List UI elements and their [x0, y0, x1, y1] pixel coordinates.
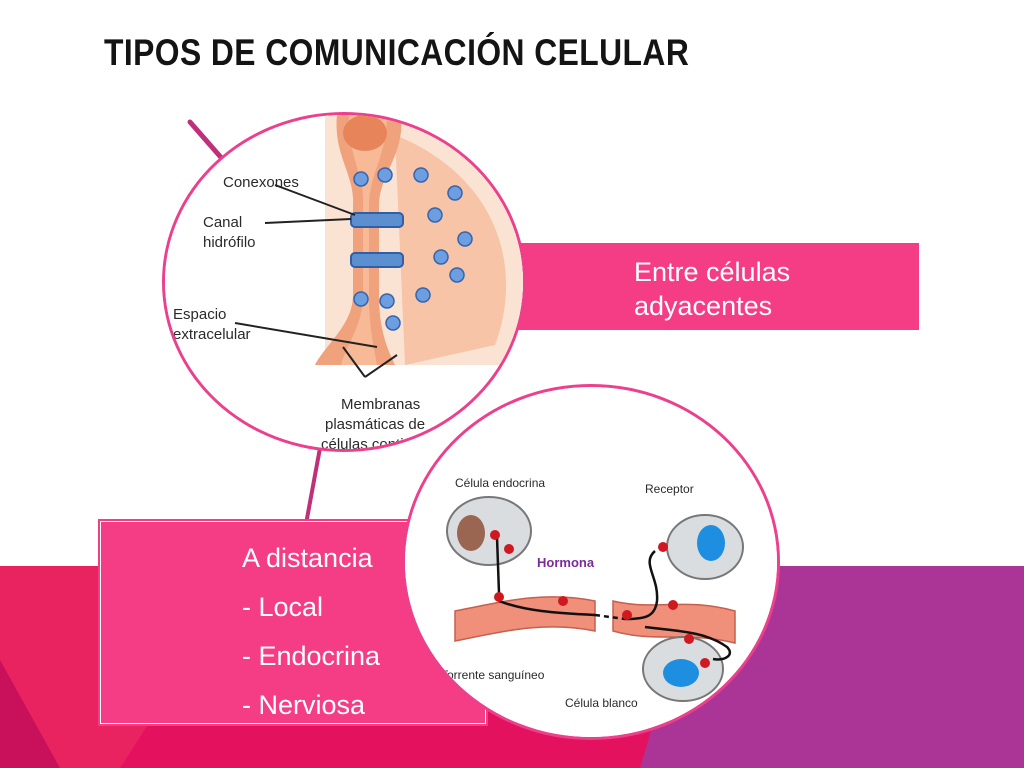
list-item-local: - Local	[242, 592, 324, 622]
adjacent-cells-box: Entre células adyacentes	[498, 243, 919, 330]
label-membranes-1: Membranas	[341, 396, 420, 413]
endocrine-signaling-illustration: Célula endocrina Hormona Receptor Torren…	[402, 384, 780, 740]
label-membranes-3: células conti	[321, 436, 404, 452]
adjacent-cells-line-1: Entre células	[634, 257, 791, 287]
label-space-2: extracelular	[173, 326, 251, 343]
adjacent-cells-line-2: adyacentes	[634, 291, 773, 321]
gap-junction-illustration: Conexones Canal hidrófilo Espacio extrac…	[162, 112, 526, 452]
list-item-distance: A distancia	[242, 543, 373, 573]
list-item-nervous: - Nerviosa	[242, 690, 366, 720]
label-connexons: Conexones	[223, 174, 299, 191]
label-hormone: Hormona	[537, 555, 595, 570]
label-membranes-2: plasmáticas de	[325, 416, 425, 433]
list-item-endocrine: - Endocrina	[242, 641, 381, 671]
label-bloodstream: Torrente sanguíneo	[441, 668, 545, 682]
label-endocrine-cell: Célula endocrina	[455, 476, 545, 490]
distance-communication-list: A distancia - Local - Endocrina - Nervio…	[242, 534, 380, 730]
label-space-1: Espacio	[173, 306, 226, 323]
label-channel-1: Canal	[203, 214, 242, 231]
label-channel-2: hidrófilo	[203, 234, 256, 251]
label-target-cell: Célula blanco	[565, 696, 638, 710]
page-title: TIPOS DE COMUNICACIÓN CELULAR	[104, 32, 690, 73]
adjacent-cells-text: Entre células adyacentes	[634, 255, 790, 323]
label-receptor: Receptor	[645, 482, 694, 496]
